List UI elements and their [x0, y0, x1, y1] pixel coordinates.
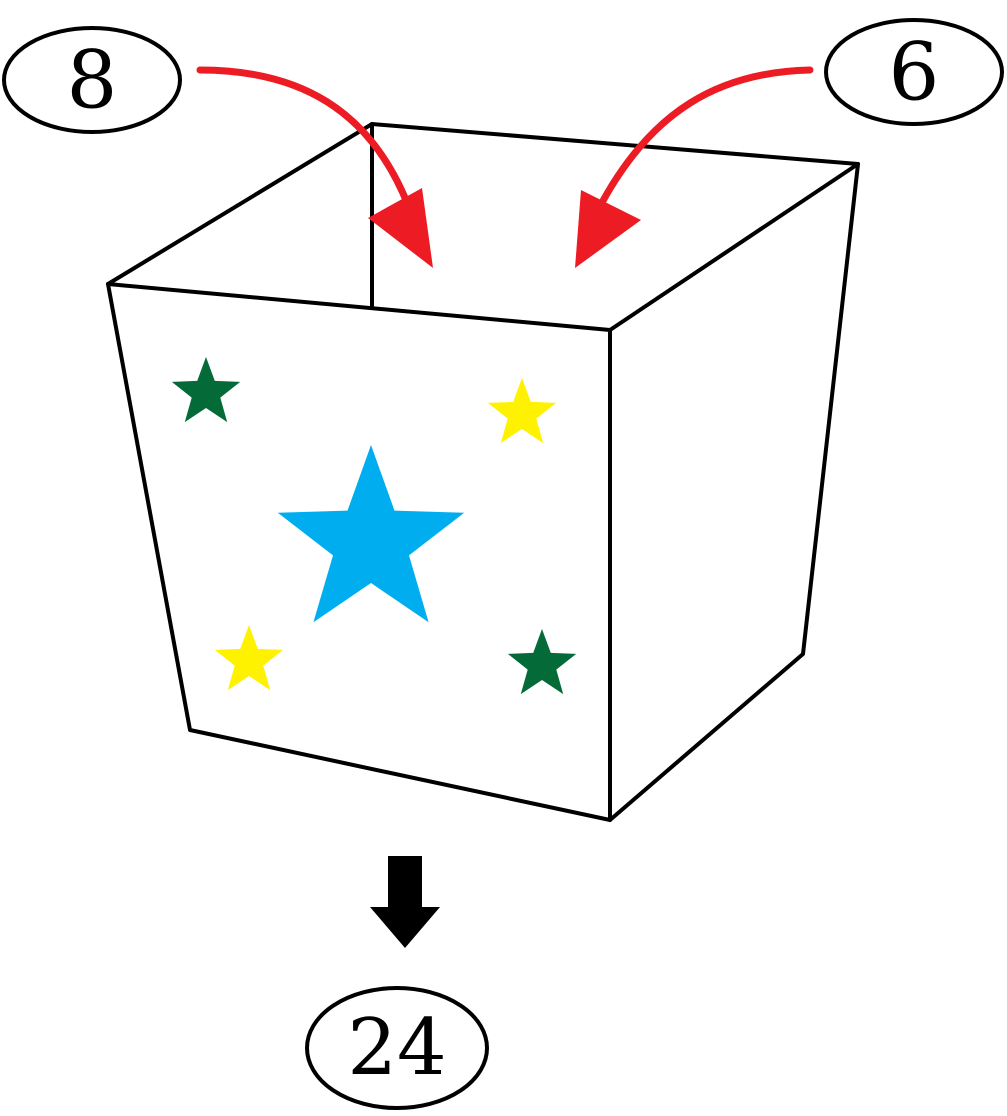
box-rim-left: [106, 122, 860, 286]
star-icon: [507, 629, 577, 695]
star-icon: [277, 445, 465, 623]
input-value-left-label: 8: [67, 34, 118, 127]
down-arrow-icon: [370, 856, 440, 948]
arrow-head: [368, 188, 433, 268]
input-oval-right: [824, 18, 1004, 126]
input-value-right: 6: [824, 18, 1004, 126]
star-icon: [487, 378, 557, 444]
input-oval-left: [2, 26, 182, 134]
input-arrows: [196, 66, 814, 268]
star-icon: [171, 357, 241, 423]
input-value-left: 8: [2, 26, 182, 134]
output-oval: [305, 986, 489, 1110]
open-box-icon: [106, 122, 860, 822]
arrow-head: [575, 190, 641, 268]
output-value-label: 24: [347, 1003, 446, 1093]
star-icon: [214, 625, 284, 691]
box-side-face: [608, 162, 860, 822]
output-value: 24: [305, 986, 489, 1110]
curved-arrow-icon: [196, 66, 412, 209]
input-value-right-label: 6: [889, 26, 940, 119]
curved-arrow-icon: [594, 66, 814, 214]
star-decorations: [171, 357, 577, 695]
